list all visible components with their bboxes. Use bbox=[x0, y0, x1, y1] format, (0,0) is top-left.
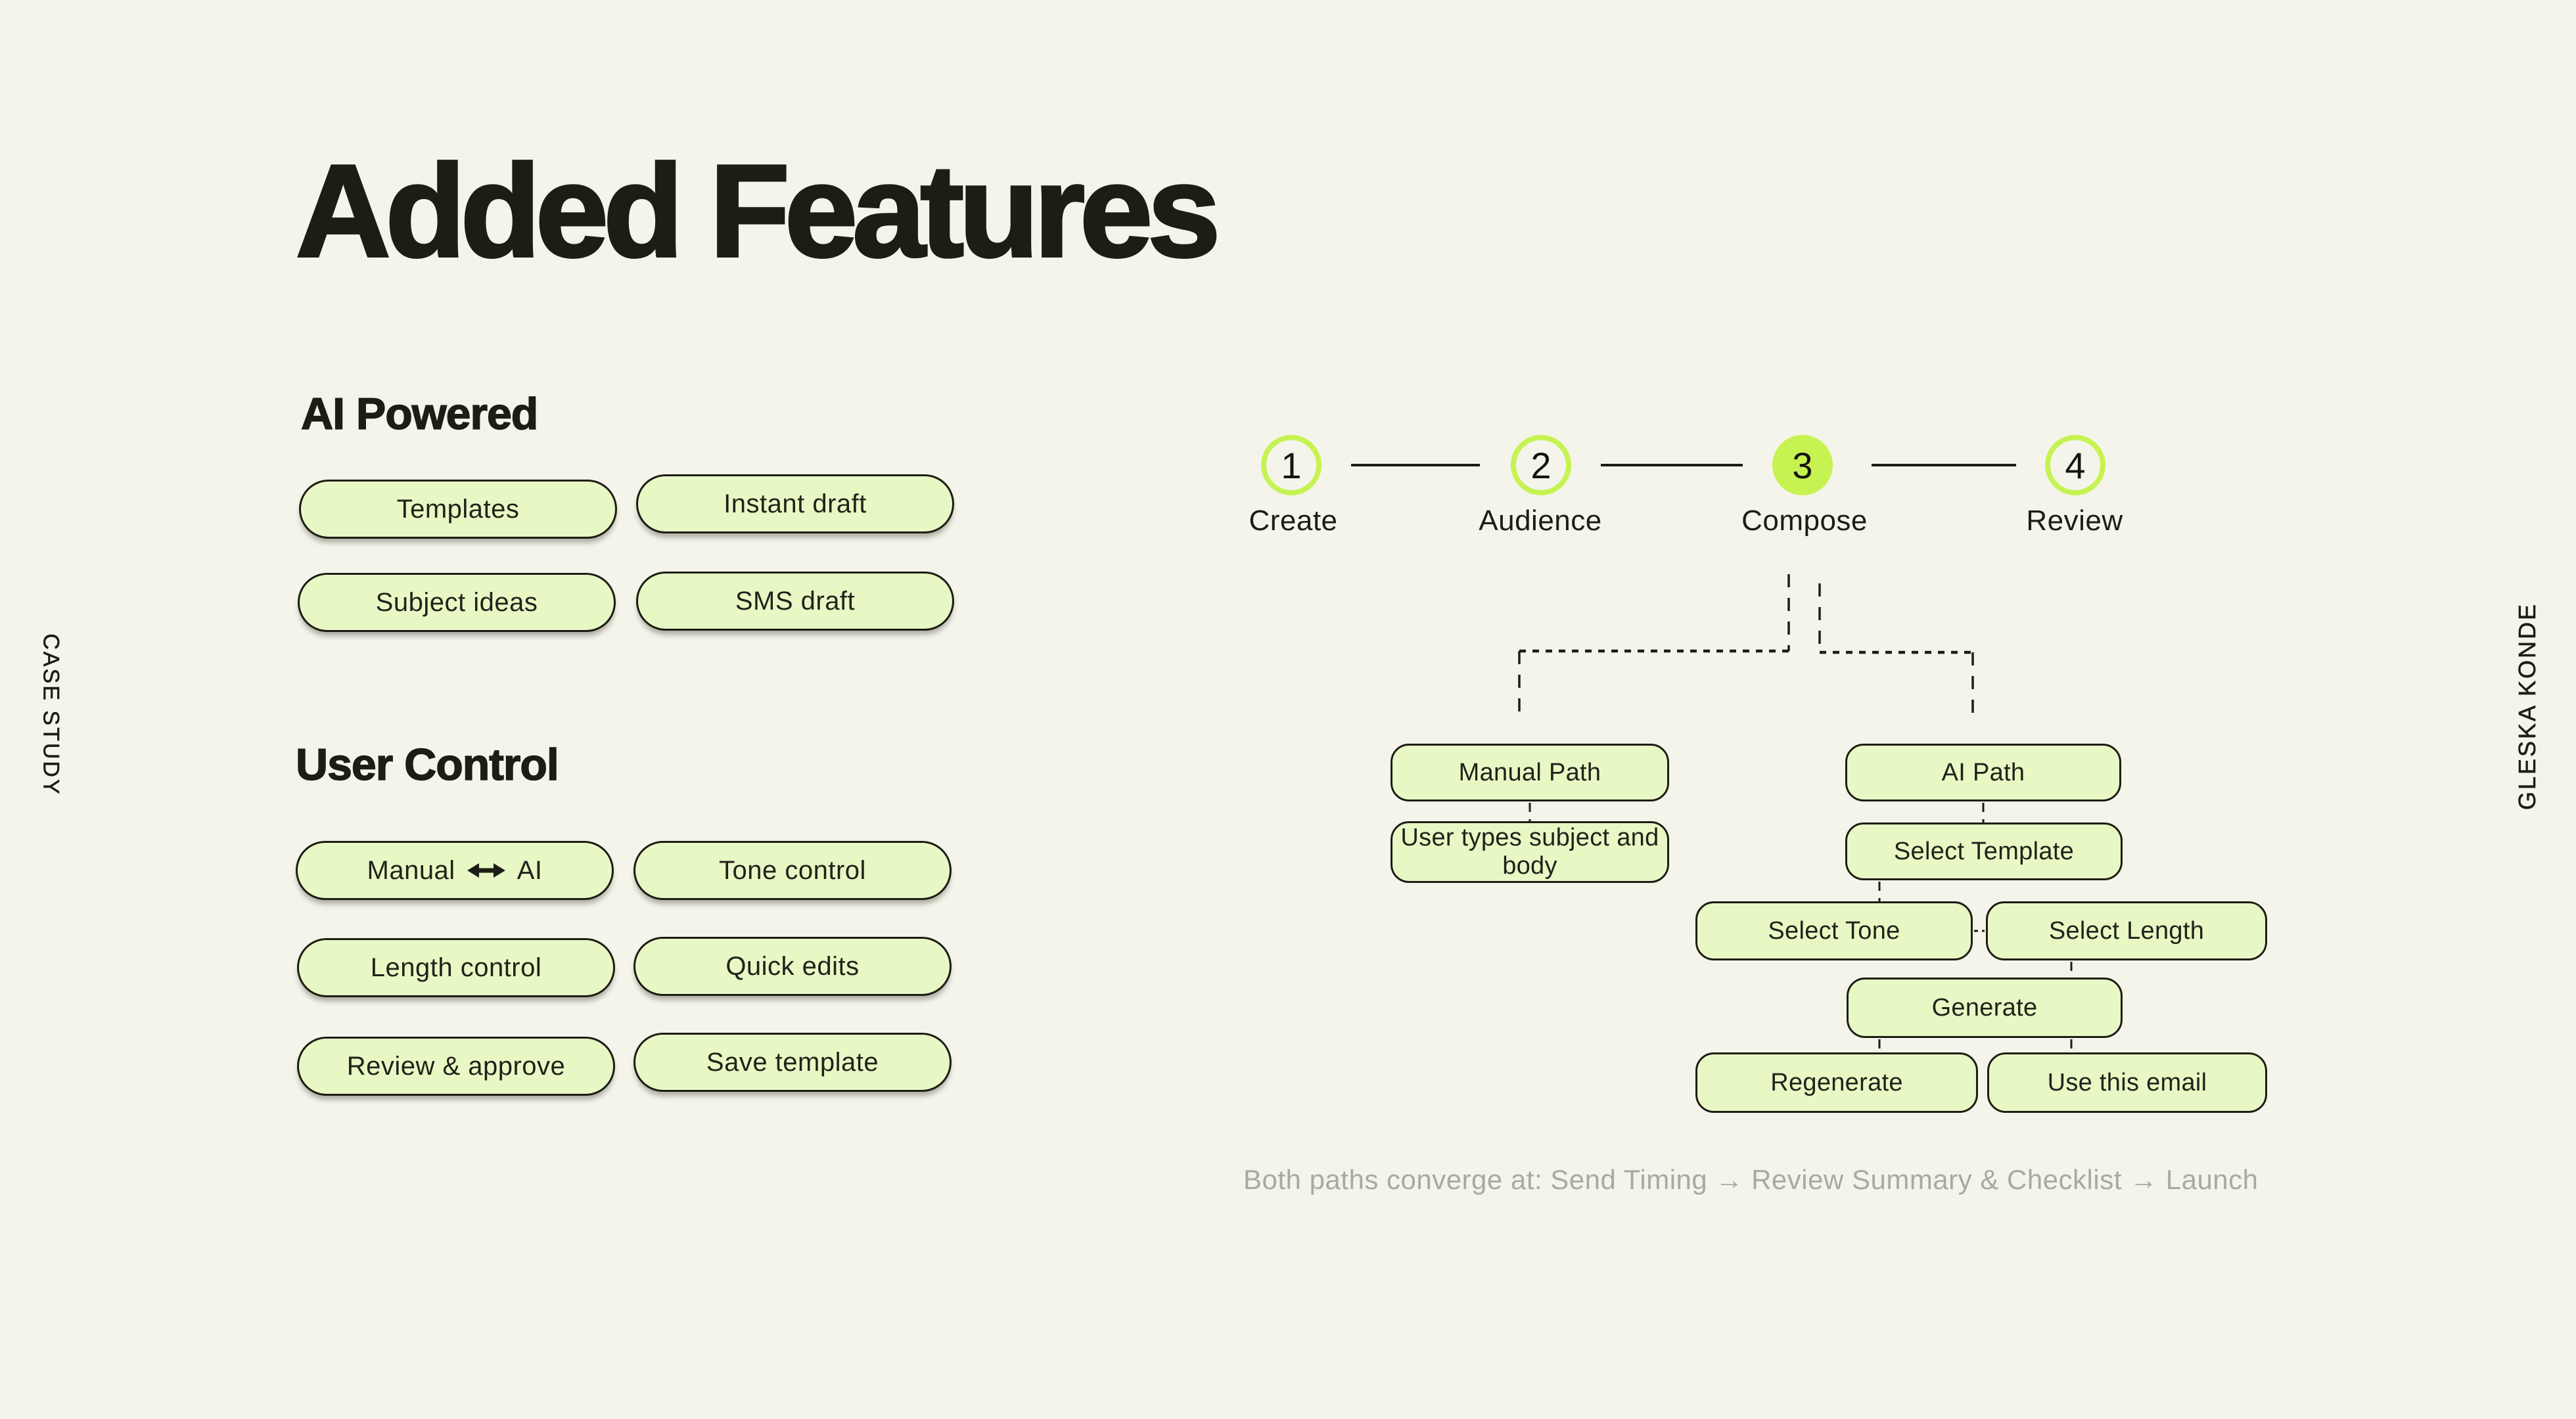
double-arrow-icon bbox=[467, 859, 505, 882]
flow-box-select-tone: Select Tone bbox=[1695, 901, 1973, 960]
flow-box-ai-path: AI Path bbox=[1845, 744, 2121, 801]
pill-quick-edits: Quick edits bbox=[633, 937, 952, 996]
pill-manual-ai: Manual AI bbox=[296, 841, 614, 900]
flow-box-generate: Generate bbox=[1847, 978, 2123, 1038]
pill-templates: Templates bbox=[299, 480, 617, 539]
step-circle-2: 2 bbox=[1511, 435, 1571, 495]
case-study-vertical-label: CASE STUDY bbox=[38, 633, 64, 796]
pill-tone-control: Tone control bbox=[633, 841, 952, 900]
flow-box-select-length: Select Length bbox=[1986, 901, 2267, 960]
flow-box-use-this-email: Use this email bbox=[1987, 1052, 2267, 1113]
step-number-1: 1 bbox=[1281, 444, 1302, 486]
author-vertical-label: GLESKA KONDE bbox=[2514, 602, 2541, 811]
step-connector-line-3 bbox=[1872, 464, 2016, 466]
step-number-2: 2 bbox=[1530, 444, 1552, 486]
flow-box-regenerate: Regenerate bbox=[1695, 1052, 1978, 1113]
step-number-4: 4 bbox=[2065, 444, 2086, 486]
step-label-review: Review bbox=[2026, 505, 2123, 537]
page-title: Added Features bbox=[294, 138, 1222, 284]
section-heading-user-control: User Control bbox=[295, 740, 559, 790]
flow-box-manual-path: Manual Path bbox=[1391, 744, 1669, 801]
step-label-create: Create bbox=[1249, 505, 1338, 537]
step-label-compose: Compose bbox=[1741, 505, 1868, 537]
step-number-3: 3 bbox=[1792, 444, 1813, 486]
pill-save-template: Save template bbox=[633, 1033, 952, 1092]
pill-length-control: Length control bbox=[297, 938, 615, 997]
section-heading-ai-powered: AI Powered bbox=[300, 389, 539, 439]
pill-subject-ideas: Subject ideas bbox=[298, 573, 616, 632]
pill-review-approve: Review & approve bbox=[297, 1037, 615, 1096]
step-circle-3: 3 bbox=[1772, 435, 1833, 495]
ai-label: AI bbox=[517, 855, 543, 885]
manual-label: Manual bbox=[367, 855, 455, 885]
step-circle-1: 1 bbox=[1261, 435, 1322, 495]
step-connector-line-1 bbox=[1351, 464, 1480, 466]
convergence-note: Both paths converge at: Send Timing → Re… bbox=[1243, 1164, 2259, 1195]
step-connector-line-2 bbox=[1601, 464, 1743, 466]
step-circle-4: 4 bbox=[2045, 435, 2105, 495]
flow-box-user-types-subject-body: User types subject and body bbox=[1391, 821, 1669, 883]
flow-box-select-template: Select Template bbox=[1845, 822, 2123, 880]
pill-sms-draft: SMS draft bbox=[636, 572, 954, 631]
pill-instant-draft: Instant draft bbox=[636, 474, 954, 533]
step-label-audience: Audience bbox=[1479, 505, 1602, 537]
